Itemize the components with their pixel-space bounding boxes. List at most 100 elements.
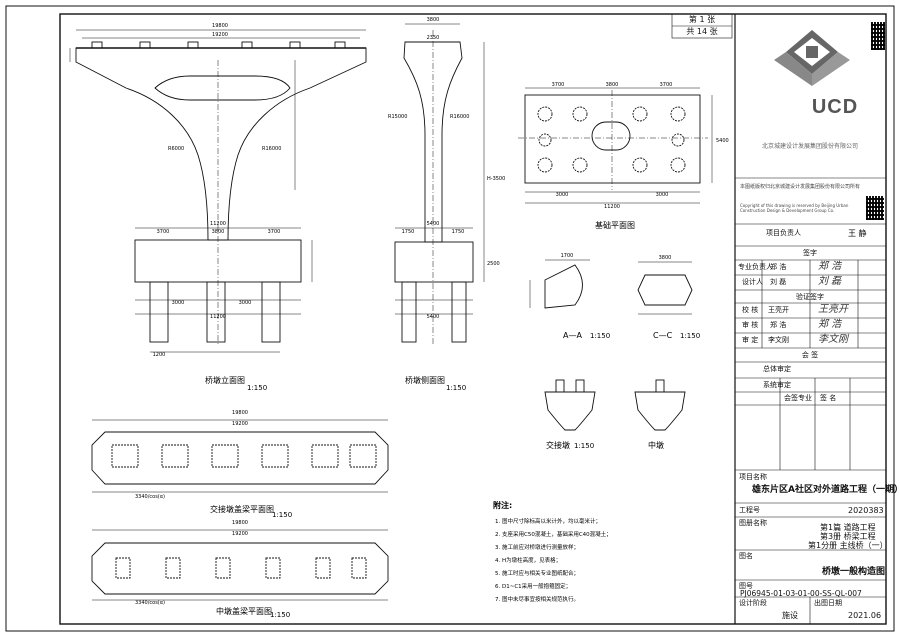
album-line-2: 第3册 桥梁工程	[820, 532, 876, 541]
verification-label: 验证签字	[796, 293, 824, 301]
project-name-value: 雄东片区A社区对外道路工程（一期）	[752, 485, 900, 495]
found-dim-3000-r: 3000	[656, 192, 669, 198]
note-4: 4. H为墩柱高度，见表格；	[495, 556, 561, 564]
middle-pier-title: 中墩	[648, 440, 664, 450]
side-dim-1750-r: 1750	[452, 229, 465, 235]
pier-elevation-view	[69, 29, 367, 353]
elev-title: 桥墩立面图	[205, 375, 245, 385]
elev-dim-r16000: R16000	[262, 146, 281, 152]
cc-scale: 1:150	[680, 332, 700, 340]
countersign-sign-label: 签 名	[820, 394, 837, 402]
checker-value: 王亮开	[768, 306, 789, 314]
reviewer-value: 郑 浩	[770, 321, 787, 329]
side-dim-2500: 2500	[487, 261, 500, 267]
project-no-label: 工程号	[739, 506, 760, 514]
pier-cap-sections	[544, 379, 686, 431]
discipline-signature: 郑 浩	[818, 261, 842, 272]
system-approval-label: 系统审定	[763, 381, 791, 389]
mplan-scale: 1:150	[270, 611, 290, 619]
section-aa	[529, 259, 590, 309]
album-line-3: 第1分册 主线桥（一）	[808, 541, 888, 550]
approver-signature: 李文刚	[818, 334, 848, 345]
approver-value: 李文刚	[768, 336, 789, 344]
aa-scale: 1:150	[590, 332, 610, 340]
sheet-page-label: 第 1 张	[688, 15, 716, 24]
elev-dim-19200: 19200	[212, 32, 228, 38]
reviewer-label: 审 核	[742, 321, 759, 329]
notes-title: 附注:	[493, 500, 512, 510]
note-1: 1. 图中尺寸除标高以米计外，均以毫米计；	[495, 517, 601, 525]
qr-code-icon	[871, 22, 885, 50]
pier-side-view	[394, 23, 485, 345]
note-5: 5. 施工时应与相关专业图纸配合；	[495, 569, 579, 577]
date-label: 出图日期	[814, 599, 842, 607]
middle-cap-plan	[91, 529, 389, 601]
mplan-dim-19800: 19800	[232, 520, 248, 526]
project-name-label: 项目名称	[739, 473, 767, 481]
note-7: 7. 图中未尽事宜按相关规范执行。	[495, 595, 579, 603]
inner-frame	[59, 13, 887, 625]
reviewer-signature: 郑 浩	[818, 319, 842, 330]
found-dim-3000-l: 3000	[556, 192, 569, 198]
found-dim-5400: 5400	[716, 138, 729, 144]
elev-dim-3000-l: 3000	[172, 300, 185, 306]
chief-approval-label: 总体审定	[763, 365, 791, 373]
tplan-dim-19200: 19200	[232, 421, 248, 427]
phase-label: 设计阶段	[739, 599, 767, 607]
album-label: 图册名称	[739, 519, 767, 527]
side-dim-5400: 5400	[427, 221, 440, 227]
found-title: 基础平面图	[595, 220, 635, 230]
cc-dim-3800: 3800	[659, 255, 672, 261]
elev-dim-19800: 19800	[212, 23, 228, 29]
side-dim-2350: 2350	[427, 35, 440, 41]
checker-label: 校 核	[742, 306, 759, 314]
designer-label: 设计人	[742, 278, 763, 286]
cc-title: C—C	[653, 331, 673, 340]
drawing-name-value: 桥墩一般构造图	[822, 567, 886, 577]
elev-dim-r6000: R6000	[168, 146, 184, 152]
elev-dim-3000-r: 3000	[239, 300, 252, 306]
project-manager-label: 项目负责人	[766, 229, 801, 237]
elev-dim-3700-l: 3700	[157, 229, 170, 235]
sheet-no-label: 图号	[739, 582, 753, 590]
note-3: 3. 施工前应对桥墩进行测量放样；	[495, 543, 579, 551]
project-no-value: 2020383	[848, 506, 884, 515]
tplan-dim-3340: 3340/cos(α)	[135, 494, 165, 500]
note-2: 2. 支座采用C50混凝土，基础采用C40混凝土；	[495, 530, 612, 538]
qr-code-icon	[866, 196, 884, 220]
elev-dim-1200: 1200	[153, 352, 166, 358]
approver-label: 审 定	[742, 336, 759, 344]
company-name: 北京城建设计发展集团股份有限公司	[761, 143, 859, 150]
side-title: 桥墩侧面图	[405, 375, 445, 385]
foundation-plan	[518, 87, 713, 204]
title-block-grid	[671, 13, 886, 624]
elev-dim-3700-r: 3700	[268, 229, 281, 235]
project-manager-value: 王 静	[848, 229, 867, 238]
aa-title: A—A	[563, 331, 582, 340]
designer-value: 刘 磊	[770, 278, 787, 286]
album-line-1: 第1篇 道路工程	[820, 523, 876, 532]
side-dim-h: H-3500	[487, 176, 505, 182]
mplan-dim-3340: 3340/cos(α)	[135, 600, 165, 606]
side-dim-r15000: R15000	[388, 114, 407, 120]
date-value: 2021.06	[848, 611, 882, 620]
found-dim-3800: 3800	[606, 82, 619, 88]
aa-dim-1700: 1700	[561, 253, 574, 259]
sheet-no-value: PJ06945-01-03-01-00-SS-QL-007	[740, 589, 862, 598]
transition-pier-scale: 1:150	[574, 442, 594, 450]
transition-cap-plan	[91, 419, 389, 493]
tplan-title: 交接墩盖梁平面图	[210, 504, 274, 514]
elev-dim-11200-b: 11200	[210, 314, 226, 320]
drawing-name-label: 图名	[739, 552, 753, 560]
mplan-title: 中墩盖梁平面图	[216, 606, 272, 616]
checker-signature: 王亮开	[818, 304, 848, 315]
elev-scale: 1:150	[247, 384, 267, 392]
section-cc	[637, 261, 693, 315]
tplan-scale: 1:150	[272, 511, 292, 519]
side-dim-r16000: R16000	[450, 114, 469, 120]
side-dim-3800: 3800	[427, 17, 440, 23]
company-logo-text: UCD	[811, 96, 859, 118]
found-dim-3700-l: 3700	[552, 82, 565, 88]
elev-dim-11200: 11200	[210, 221, 226, 227]
